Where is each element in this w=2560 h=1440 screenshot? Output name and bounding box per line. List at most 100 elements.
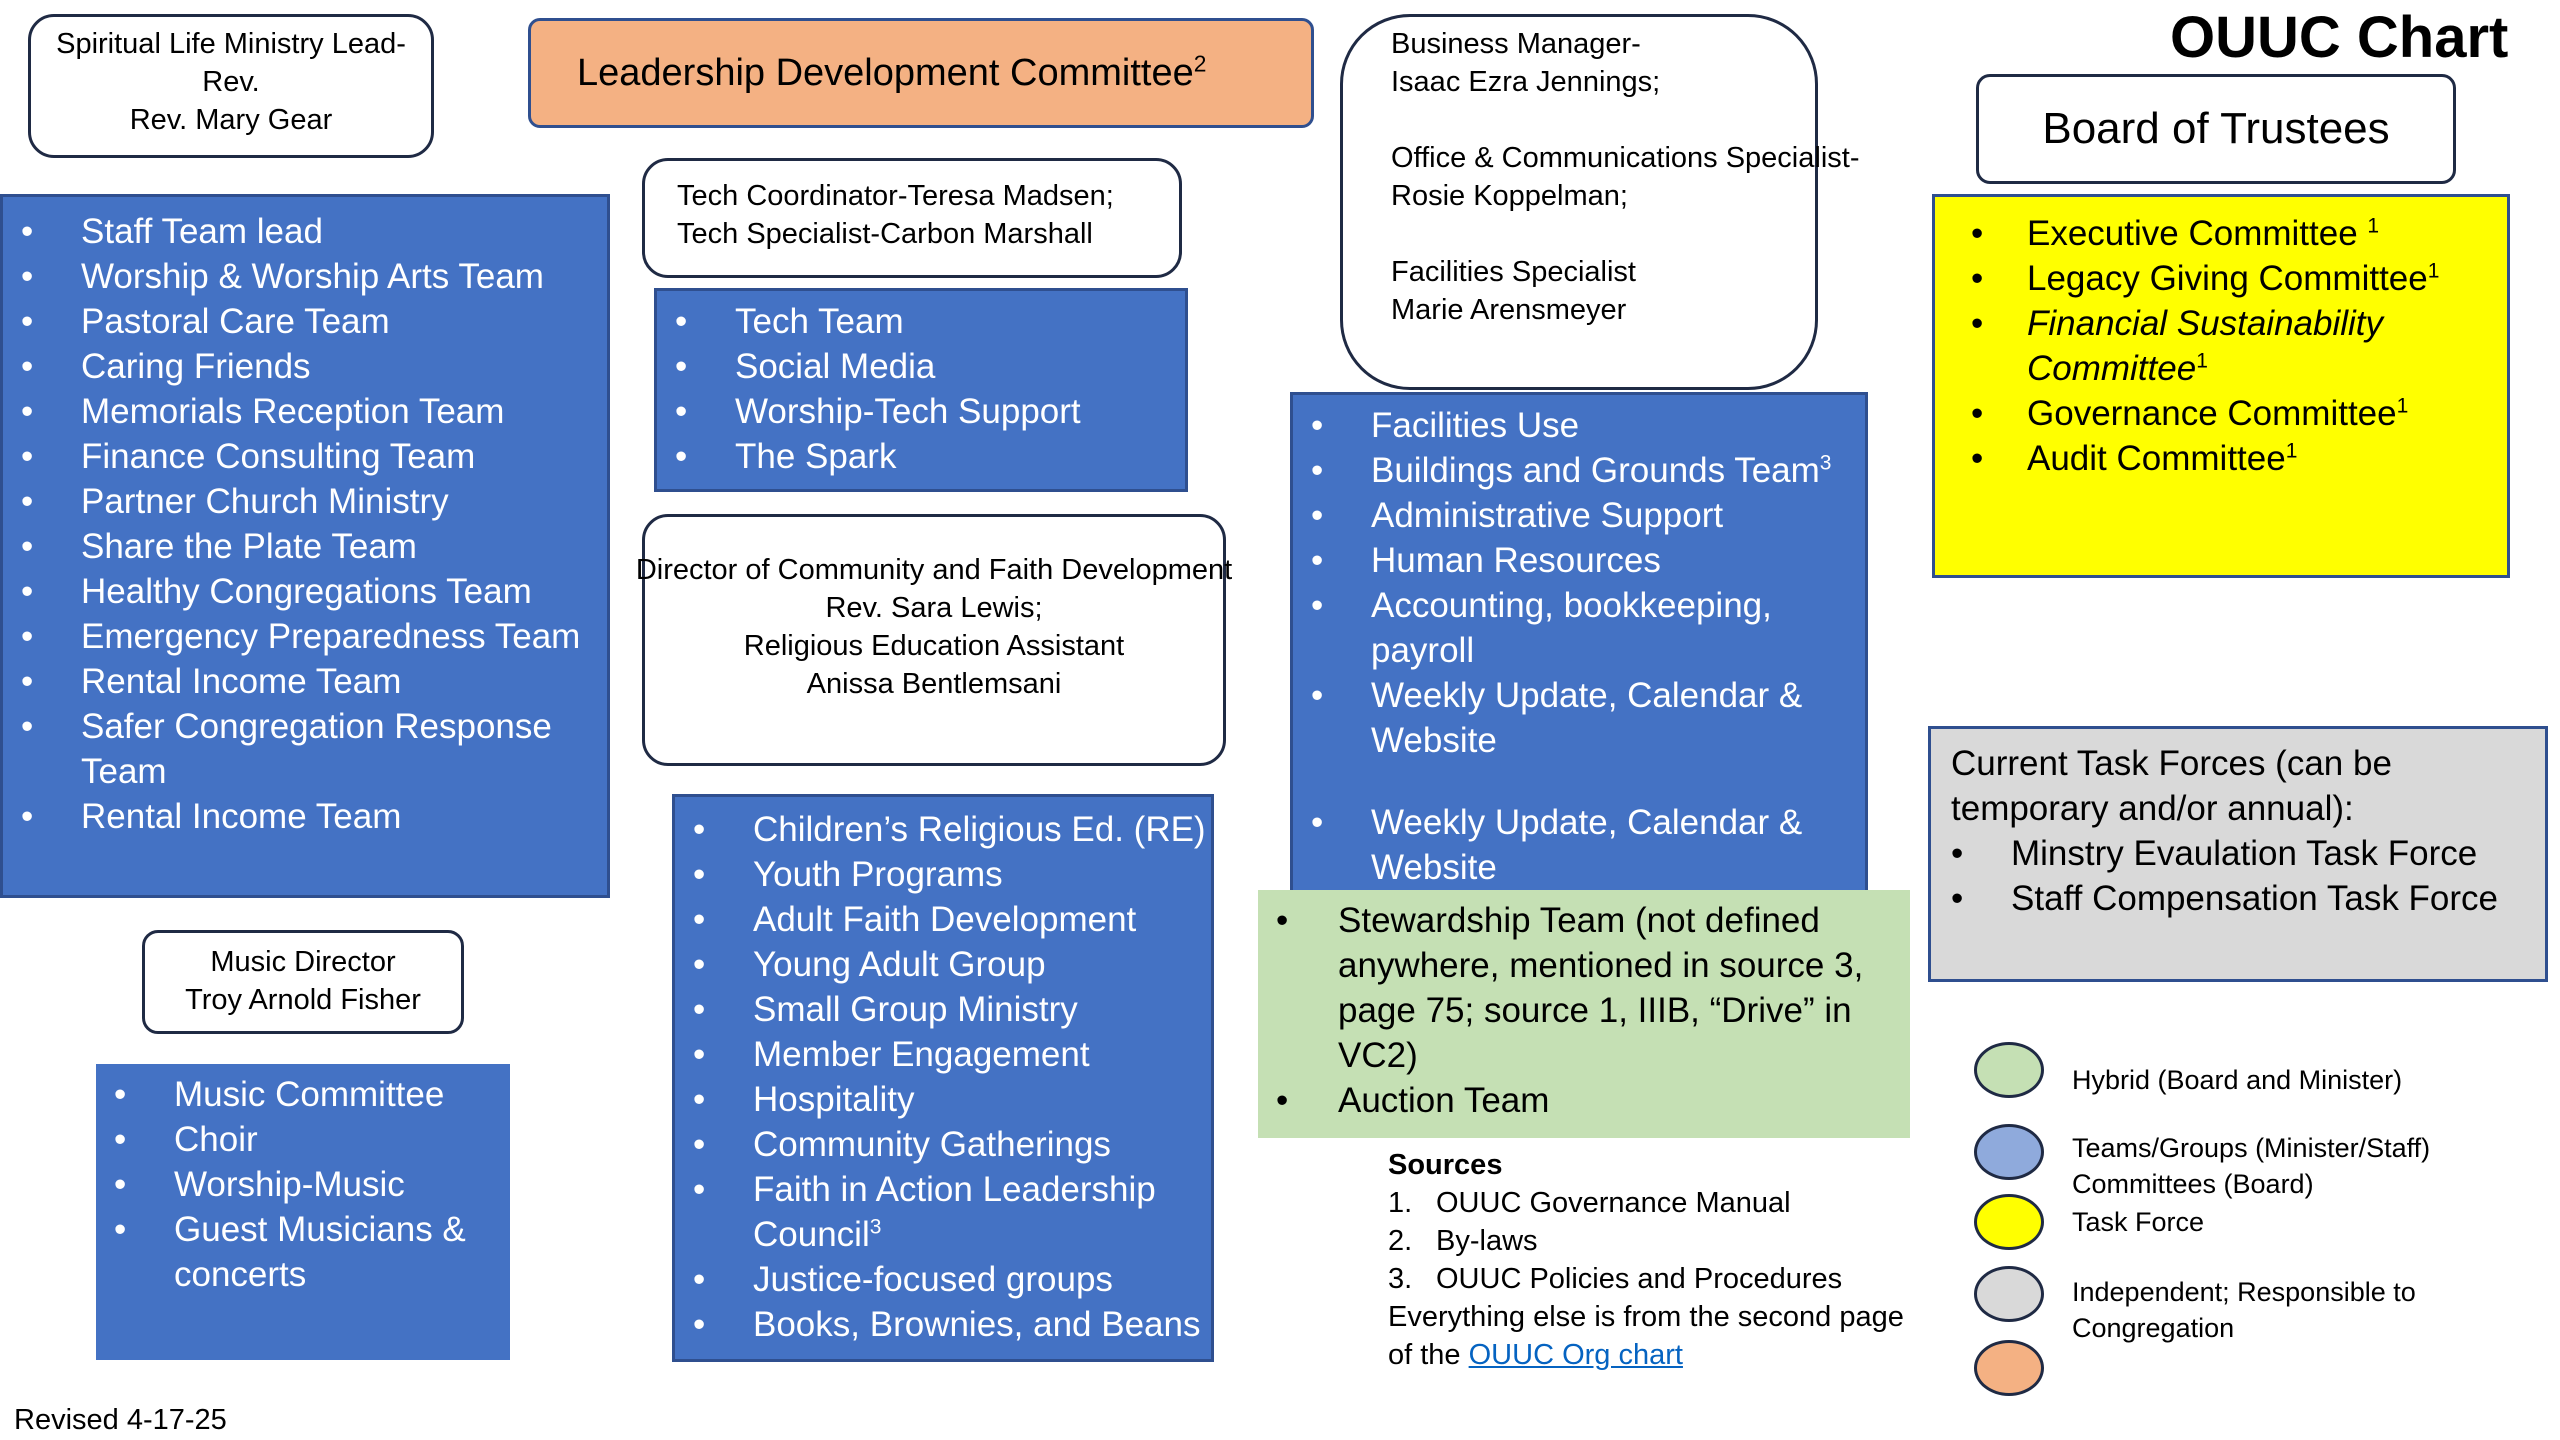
spiritual-team-item: Safer Congregation Response Team [3,704,607,794]
music-team-item: Worship-Music [96,1162,510,1207]
board-committee-item-footnote: 1 [2196,349,2208,373]
faith-development-box: Children’s Religious Ed. (RE)Youth Progr… [672,794,1214,1362]
music-team-item: Music Committee [96,1072,510,1117]
board-committee-item-footnote: 1 [2427,259,2440,283]
source-text: By-laws [1436,1225,1538,1257]
legend-swatch-teams [1974,1124,2044,1180]
board-committee-item-text: Audit Committee [2027,439,2286,478]
leadership-committee-box: Leadership Development Committee2 [528,18,1314,128]
board-committees-box: Executive Committee 1Legacy Giving Commi… [1932,194,2510,578]
music-director-name: Troy Arnold Fisher [185,984,421,1016]
faith-in-action-footnote: 3 [869,1215,882,1239]
stewardship-item: Auction Team [1258,1078,1910,1123]
director-title: Director of Community and Faith Developm… [635,554,1233,586]
board-committee-item: Financial Sustainability Committee1 [1935,301,2507,391]
operations-item: Buildings and Grounds Team3 [1293,448,1865,493]
revised-date: Revised 4-17-25 [14,1404,227,1436]
operations-item: Weekly Update, Calendar & Website [1293,800,1865,890]
board-committee-item-text: Legacy Giving Committee [2027,259,2428,298]
legend-swatch-independent [1974,1266,2044,1322]
task-forces-heading: Current Task Forces (can be temporary an… [1951,744,2392,828]
board-of-trustees-label: Board of Trustees [2042,104,2390,153]
spiritual-team-item: Staff Team lead [3,209,607,254]
operations-item-text: Weekly Update, Calendar & Website [1371,803,1803,887]
faith-development-item: Books, Brownies, and Beans [675,1302,1211,1347]
board-committee-item-text: Financial Sustainability Committee [2027,304,2384,388]
sources-title: Sources [1388,1149,1503,1181]
spiritual-team-item: Rental Income Team [3,794,607,839]
source-item: 3. OUUC Policies and Procedures [1388,1260,1908,1298]
spiritual-lead-name: Rev. Mary Gear [129,104,333,136]
faith-development-item: Member Engagement [675,1032,1211,1077]
faith-development-item: Youth Programs [675,852,1211,897]
board-committee-item: Audit Committee1 [1935,436,2507,481]
stewardship-item: Stewardship Team (not defined anywhere, … [1258,898,1910,1078]
music-team-item: Guest Musicians & concerts [96,1207,510,1297]
tech-specialist: Tech Specialist-Carbon Marshall [677,218,1093,250]
legend-swatch-hybrid [1974,1042,2044,1098]
faith-development-item: Hospitality [675,1077,1211,1122]
spiritual-team-item: Memorials Reception Team [3,389,607,434]
leadership-committee-label: Leadership Development Committee [577,52,1194,94]
source-number: 1. [1388,1187,1413,1219]
music-teams-box: Music CommitteeChoirWorship-MusicGuest M… [96,1064,510,1360]
director-name: Rev. Sara Lewis; [825,592,1043,624]
legend-independent-label: Independent; Responsible to Congregation [2072,1277,2416,1343]
source-text: OUUC Policies and Procedures [1436,1263,1843,1295]
spiritual-team-item: Finance Consulting Team [3,434,607,479]
leadership-committee-footnote: 2 [1193,50,1207,77]
spiritual-team-item: Partner Church Ministry [3,479,607,524]
business-staff-line: Business Manager- [1391,28,1641,60]
operations-item: Human Resources [1293,538,1865,583]
task-force-item: Staff Compensation Task Force [1951,876,2545,921]
business-staff-line: Office & Communications Specialist- [1391,142,1860,174]
spiritual-team-item: Caring Friends [3,344,607,389]
music-team-item: Choir [96,1117,510,1162]
board-committee-item-footnote: 1 [2367,214,2380,238]
operations-item-text: Weekly Update, Calendar & Website [1371,676,1803,760]
tech-team-item: Social Media [657,344,1185,389]
spiritual-lead-rev: Rev. [202,66,260,98]
source-number: 3. [1388,1263,1413,1295]
stewardship-box: Stewardship Team (not defined anywhere, … [1258,890,1910,1138]
task-forces-box: Current Task Forces (can be temporary an… [1928,726,2548,982]
operations-item-text: Human Resources [1371,541,1661,580]
sources-footer: Everything else is from the second page … [1388,1298,1908,1374]
spiritual-lead-box: Spiritual Life Ministry Lead- Rev. Rev. … [28,14,434,158]
faith-development-item: Justice-focused groups [675,1257,1211,1302]
spiritual-team-item: Healthy Congregations Team [3,569,607,614]
operations-item-text: Accounting, bookkeeping, payroll [1371,586,1772,670]
tech-team-item: Worship-Tech Support [657,389,1185,434]
board-of-trustees-box: Board of Trustees [1976,74,2456,184]
faith-development-item: Adult Faith Development [675,897,1211,942]
legend-teams-label: Teams/Groups (Minister/Staff) Committees… [2072,1133,2431,1199]
music-director-box: Music Director Troy Arnold Fisher [142,930,464,1034]
board-committee-item-footnote: 1 [2285,439,2298,463]
operations-box: Facilities UseBuildings and Grounds Team… [1290,392,1868,894]
spiritual-team-item: Emergency Preparedness Team [3,614,607,659]
tech-team-item: Tech Team [657,299,1185,344]
spiritual-team-item: Rental Income Team [3,659,607,704]
spiritual-team-item: Share the Plate Team [3,524,607,569]
operations-item-text: Buildings and Grounds Team [1371,451,1820,490]
board-committee-item-text: Executive Committee [2027,214,2368,253]
sources-footer-text: Everything else is from the second page … [1388,1301,1904,1371]
business-staff-line: Marie Arensmeyer [1391,294,1627,326]
board-committee-item-text: Governance Committee [2027,394,2397,433]
spiritual-teams-box: Staff Team leadWorship & Worship Arts Te… [0,194,610,898]
board-committee-item: Executive Committee 1 [1935,211,2507,256]
board-committee-item-footnote: 1 [2396,394,2409,418]
business-staff-line: Rosie Koppelman; [1391,180,1628,212]
tech-coordinator: Tech Coordinator-Teresa Madsen; [677,180,1114,212]
business-staff-line [1391,215,1815,253]
faith-development-item: Children’s Religious Ed. (RE) [675,807,1211,852]
operations-item: Administrative Support [1293,493,1865,538]
source-text: OUUC Governance Manual [1436,1187,1791,1219]
faith-development-item: Small Group Ministry [675,987,1211,1032]
legend-swatch-task-force [1974,1194,2044,1250]
spiritual-lead-title: Spiritual Life Ministry Lead- [56,28,406,60]
org-chart-link[interactable]: OUUC Org chart [1468,1339,1683,1371]
business-staff-box: Business Manager-Isaac Ezra Jennings;Off… [1340,14,1860,390]
task-force-item: Minstry Evaulation Task Force [1951,831,2545,876]
